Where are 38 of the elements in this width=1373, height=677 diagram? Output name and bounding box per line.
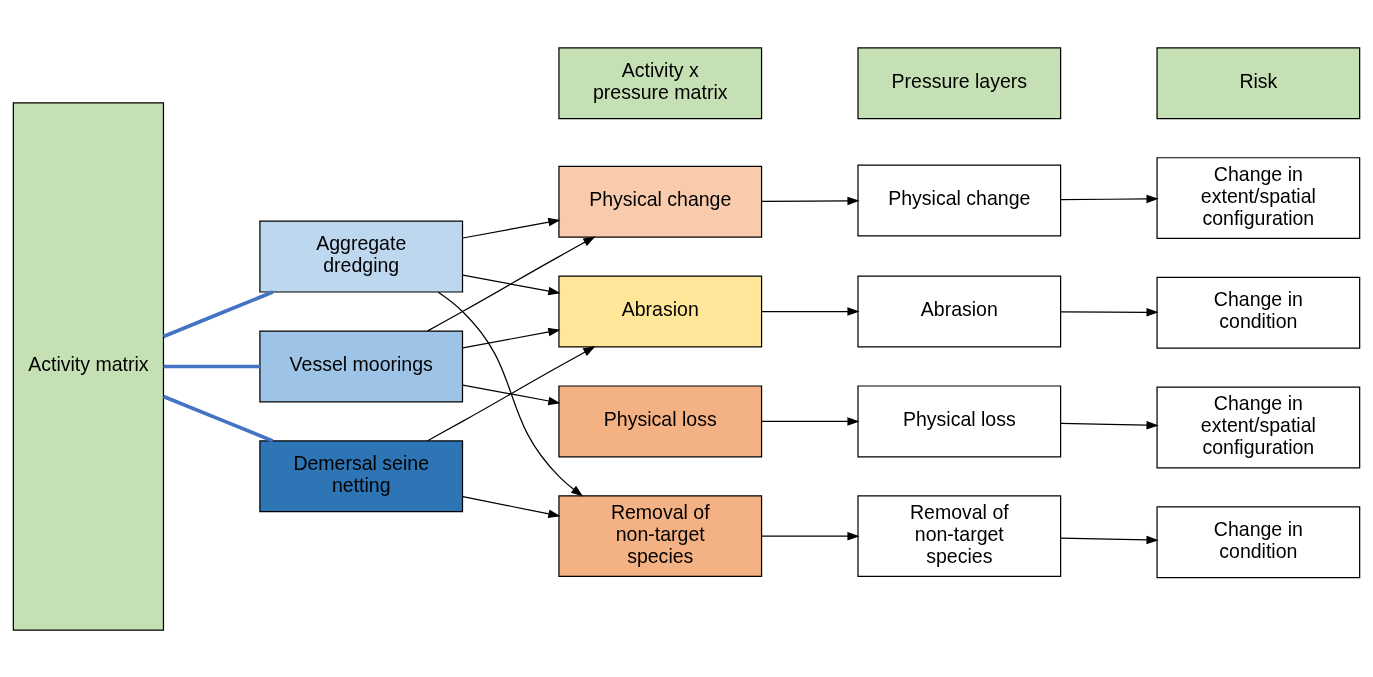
arrow (761, 531, 860, 540)
connector (162, 394, 274, 443)
node-box: Change in condition (1156, 276, 1361, 349)
node-box: Aggregate dredging (259, 220, 464, 293)
arrow (1060, 194, 1159, 203)
node-box: Activity matrix (12, 101, 165, 631)
connector (163, 364, 260, 368)
arrow (761, 196, 860, 205)
arrow (462, 495, 561, 518)
arrow (437, 291, 584, 497)
node-box: Physical loss (857, 384, 1062, 457)
arrow (1060, 535, 1159, 544)
arrow (761, 416, 860, 426)
node-box: Abrasion (558, 275, 763, 348)
arrow (427, 345, 596, 441)
node-box: Change in extent/spatial configuration (1156, 156, 1361, 239)
arrow (462, 383, 561, 405)
node-box: Vessel moorings (259, 329, 464, 402)
arrow (462, 274, 561, 295)
node-box: Pressure layers (857, 46, 1062, 119)
arrow (427, 235, 596, 331)
node-box: Physical loss (558, 384, 763, 457)
connector (162, 289, 274, 338)
arrow (462, 217, 561, 239)
node-box: Risk (1156, 46, 1361, 119)
node-box: Activity x pressure matrix (558, 46, 763, 119)
node-box: Physical change (558, 165, 763, 238)
arrow (761, 306, 860, 316)
node-box: Demersal seine netting (259, 439, 464, 512)
node-box: Physical change (857, 163, 1062, 236)
node-box: Abrasion (857, 275, 1062, 348)
node-box: Change in condition (1156, 505, 1361, 578)
node-box: Change in extent/spatial configuration (1156, 386, 1361, 468)
node-box: Removal of non-target species (558, 494, 763, 577)
arrow (1060, 420, 1159, 429)
arrow (1060, 307, 1159, 317)
node-box: Removal of non-target species (857, 494, 1062, 577)
arrow (462, 327, 561, 348)
